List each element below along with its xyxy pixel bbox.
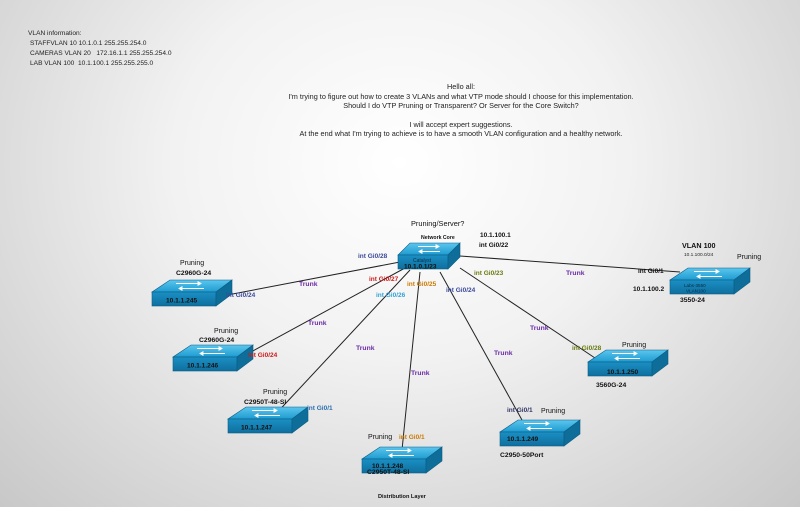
switch-ip: 10.1.1.245 [166,298,197,305]
vlan-info-line: CAMERAS VLAN 20 172.16.1.1 255.255.254.0 [30,50,172,57]
link-core-246 [239,267,406,359]
core-port-28: int Gi0/28 [358,253,388,260]
trunk-label: Trunk [308,320,327,327]
switch-port: int Gi0/1 [638,268,664,275]
switch-port: int Gi0/24 [226,292,256,299]
switch-ip: 10.1.1.246 [187,363,218,370]
switch-face-line1: Labs-3550 [684,283,706,288]
switch-mode: Pruning [263,389,287,396]
switch-model: C2950T-48-SI [367,469,409,476]
switch-10-1-1-245[interactable] [151,279,233,307]
question-line: Hello all: [447,82,475,91]
switch-model: 3550-24 [680,297,705,304]
trunk-label: Trunk [566,270,585,277]
switch-model: 3560G-24 [596,382,626,389]
trunk-label: Trunk [299,281,318,288]
question-text: Hello all: I'm trying to figure out how … [230,82,692,139]
switch-ip: 10.1.1.248 [372,463,403,470]
core-port-27: int Gi0/27 [369,276,399,283]
question-line: At the end what I'm trying to achieve is… [299,129,623,139]
switch-mode: Pruning [368,434,392,441]
link-core-245 [221,261,401,297]
switch-mode: Pruning [180,260,204,267]
trunk-label: Trunk [411,370,430,377]
switch-port: int Gi0/1 [507,407,533,414]
switch-10-1-1-249[interactable] [499,419,581,447]
vlan-info-line: LAB VLAN 100 10.1.100.1 255.255.255.0 [30,60,154,67]
core-port-25: int Gi0/25 [407,281,437,288]
core-right-port-label: int Gi0/22 [479,242,509,249]
question-line: Should I do VTP Pruning or Transparent? … [343,101,579,111]
switch-10-1-1-250[interactable] [587,349,669,377]
links [221,255,681,451]
switch-ip: 10.1.100.2 [633,286,664,293]
question-line: I will accept expert suggestions. [409,119,513,129]
link-core-250 [459,267,599,361]
core-name-label: Network Core [421,235,455,241]
switch-port: int Gi0/1 [307,405,333,412]
core-ip-label: 10.1.0.1/23 [404,264,437,271]
question-line: I'm trying to figure out how to create 3… [288,91,634,101]
switch-port: int Gi0/24 [248,352,278,359]
switch-10-1-1-248[interactable] [361,446,443,474]
switch-mode: Pruning [737,254,761,261]
core-port-26: int Gi0/26 [376,292,406,299]
core-switch[interactable] [397,242,461,270]
switch-10-1-1-246[interactable] [172,344,254,372]
switch-ip: 10.1.1.250 [607,369,638,376]
core-model-label: Catalyst [413,258,432,264]
link-core-3550 [459,255,681,273]
vlan-info-note: VLAN information: STAFFVLAN 10 10.1.0.1 … [28,29,172,69]
core-right-ip-label: 10.1.100.1 [480,232,511,239]
switch-mode: Pruning [214,328,238,335]
switch-port: int Gi0/1 [399,434,425,441]
vlan-info-line: STAFFVLAN 10 10.1.0.1 255.255.254.0 [30,40,147,47]
trunk-label: Trunk [356,345,375,352]
vlan100-subnet: 10.1.100.0/24 [684,252,714,258]
switch-port: int Gi0/28 [572,345,602,352]
switch-model: C2960G-24 [176,270,211,277]
vlan-info-title: VLAN information: [28,30,82,37]
switch-model: C2960G-24 [199,337,234,344]
switch-mode: Pruning [622,342,646,349]
core-port-23: int Gi0/23 [474,270,504,277]
switch-face-line2: VLAN100 [686,289,706,294]
trunk-label: Trunk [494,350,513,357]
switch-mode: Pruning [541,408,565,415]
distribution-layer-label: Distribution Layer [378,494,427,500]
switch-model: C2950T-48-SI [244,399,286,406]
link-core-249 [439,271,523,421]
switch-ip: 10.1.1.247 [241,425,272,432]
link-core-248 [401,271,421,451]
switch-model: C2950-50Port [500,452,544,459]
switch-ip: 10.1.1.249 [507,436,538,443]
switch-3550-vlan100[interactable] [669,267,751,295]
core-port-24: int Gi0/24 [446,287,476,294]
vlan100-title: VLAN 100 [682,241,716,250]
core-mode-label: Pruning/Server? [411,219,464,228]
switch-10-1-1-247[interactable] [227,406,309,434]
trunk-label: Trunk [530,325,549,332]
link-core-247 [271,269,411,419]
